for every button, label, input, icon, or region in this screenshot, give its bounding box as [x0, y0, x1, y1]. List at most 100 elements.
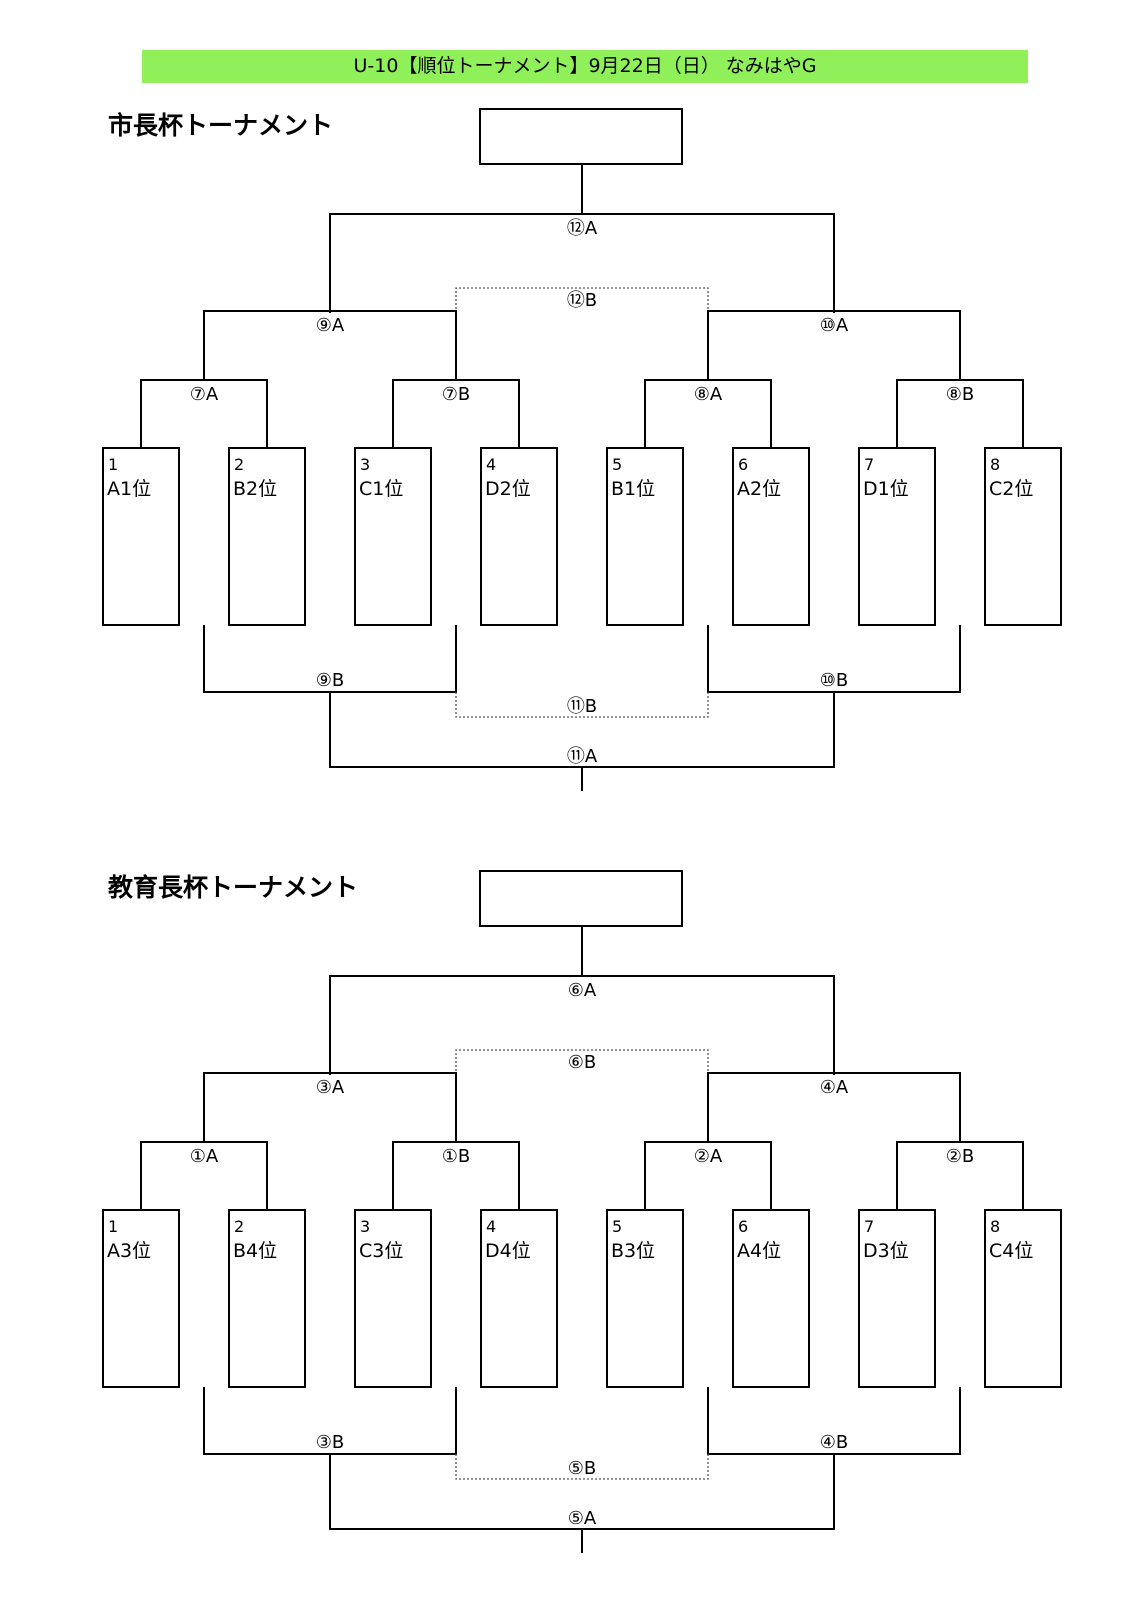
- final-bracket-line: [329, 164, 835, 313]
- first-round-match-label: ⑧A: [694, 384, 723, 405]
- team-box: [606, 1209, 684, 1388]
- team-box: [354, 447, 432, 626]
- third-bracket-line: [329, 1454, 835, 1553]
- team-name: D3位: [863, 1240, 909, 1262]
- final-match-label: ⑥A: [568, 980, 597, 1001]
- semifinal-match-label: ⑩A: [820, 315, 849, 336]
- team-seed-number: 6: [738, 1217, 748, 1236]
- team-seed-number: 5: [612, 1217, 622, 1236]
- team-seed-number: 2: [234, 455, 244, 474]
- semifinal-bracket-line: [707, 1072, 961, 1142]
- team-seed-number: 6: [738, 455, 748, 474]
- final-b-match-label: ⑥B: [568, 1052, 597, 1073]
- third-b-bracket-line: [455, 1454, 709, 1480]
- semifinal-bracket-line: [203, 1072, 457, 1142]
- team-name: A4位: [737, 1240, 781, 1262]
- tournament-1-title: 市長杯トーナメント: [108, 111, 334, 140]
- team-name: D1位: [863, 478, 909, 500]
- team-seed-number: 4: [486, 455, 496, 474]
- team-name: B3位: [611, 1240, 655, 1262]
- team-seed-number: 7: [864, 1217, 874, 1236]
- semifinal-loser-match-label: ④B: [820, 1432, 849, 1453]
- team-box: [480, 447, 558, 626]
- first-round-bracket-line: [140, 379, 268, 448]
- team-box: [606, 447, 684, 626]
- team-seed-number: 7: [864, 455, 874, 474]
- semifinal-loser-match-label: ③B: [316, 1432, 345, 1453]
- team-box: [858, 1209, 936, 1388]
- first-round-match-label: ⑦B: [442, 384, 471, 405]
- semifinal-match-label: ③A: [316, 1077, 345, 1098]
- first-round-bracket-line: [896, 379, 1024, 448]
- winner-result-box: [479, 108, 683, 165]
- team-seed-number: 1: [108, 1217, 118, 1236]
- team-box: [480, 1209, 558, 1388]
- team-seed-number: 2: [234, 1217, 244, 1236]
- final-b-bracket-line: [455, 287, 709, 313]
- final-b-match-label: ⑫B: [567, 290, 597, 311]
- team-seed-number: 4: [486, 1217, 496, 1236]
- team-name: A2位: [737, 478, 781, 500]
- team-box: [228, 1209, 306, 1388]
- team-name: A1位: [107, 478, 151, 500]
- final-match-label: ⑫A: [567, 218, 598, 239]
- semifinal-match-label: ⑨A: [316, 315, 345, 336]
- team-seed-number: 3: [360, 1217, 370, 1236]
- team-name: A3位: [107, 1240, 151, 1262]
- team-box: [732, 1209, 810, 1388]
- first-round-bracket-line: [392, 1141, 520, 1210]
- final-bracket-line: [329, 926, 835, 1075]
- team-name: C2位: [989, 478, 1033, 500]
- semifinal-loser-match-label: ⑨B: [316, 670, 345, 691]
- third-match-label: ⑪A: [567, 746, 598, 767]
- team-box: [354, 1209, 432, 1388]
- first-round-bracket-line: [644, 379, 772, 448]
- third-match-label: ⑤A: [568, 1508, 597, 1529]
- team-name: D2位: [485, 478, 531, 500]
- winner-result-box: [479, 870, 683, 927]
- third-b-bracket-line: [455, 692, 709, 718]
- page-title: U-10【順位トーナメント】9月22日（日） なみはやG: [353, 55, 817, 77]
- semifinal-bracket-line: [203, 310, 457, 380]
- team-name: C3位: [359, 1240, 403, 1262]
- semifinal-loser-match-label: ⑩B: [820, 670, 849, 691]
- team-name: C1位: [359, 478, 403, 500]
- team-box: [228, 447, 306, 626]
- team-box: [984, 447, 1062, 626]
- team-name: C4位: [989, 1240, 1033, 1262]
- first-round-bracket-line: [896, 1141, 1024, 1210]
- third-b-match-label: ⑤B: [568, 1458, 597, 1479]
- team-seed-number: 8: [990, 1217, 1000, 1236]
- team-name: B1位: [611, 478, 655, 500]
- team-box: [102, 447, 180, 626]
- tournament-2-title: 教育長杯トーナメント: [108, 873, 359, 902]
- page-header-banner: U-10【順位トーナメント】9月22日（日） なみはやG: [142, 50, 1028, 83]
- third-b-match-label: ⑪B: [567, 696, 597, 717]
- team-box: [984, 1209, 1062, 1388]
- first-round-match-label: ①B: [442, 1146, 471, 1167]
- first-round-match-label: ①A: [190, 1146, 219, 1167]
- first-round-match-label: ⑧B: [946, 384, 975, 405]
- first-round-bracket-line: [392, 379, 520, 448]
- first-round-bracket-line: [644, 1141, 772, 1210]
- team-seed-number: 3: [360, 455, 370, 474]
- first-round-bracket-line: [140, 1141, 268, 1210]
- semifinal-match-label: ④A: [820, 1077, 849, 1098]
- final-b-bracket-line: [455, 1049, 709, 1075]
- team-name: B2位: [233, 478, 277, 500]
- team-seed-number: 1: [108, 455, 118, 474]
- first-round-match-label: ②B: [946, 1146, 975, 1167]
- team-box: [732, 447, 810, 626]
- first-round-match-label: ②A: [694, 1146, 723, 1167]
- team-seed-number: 8: [990, 455, 1000, 474]
- third-bracket-line: [329, 692, 835, 791]
- team-seed-number: 5: [612, 455, 622, 474]
- team-box: [858, 447, 936, 626]
- semifinal-bracket-line: [707, 310, 961, 380]
- team-box: [102, 1209, 180, 1388]
- team-name: B4位: [233, 1240, 277, 1262]
- team-name: D4位: [485, 1240, 531, 1262]
- first-round-match-label: ⑦A: [190, 384, 219, 405]
